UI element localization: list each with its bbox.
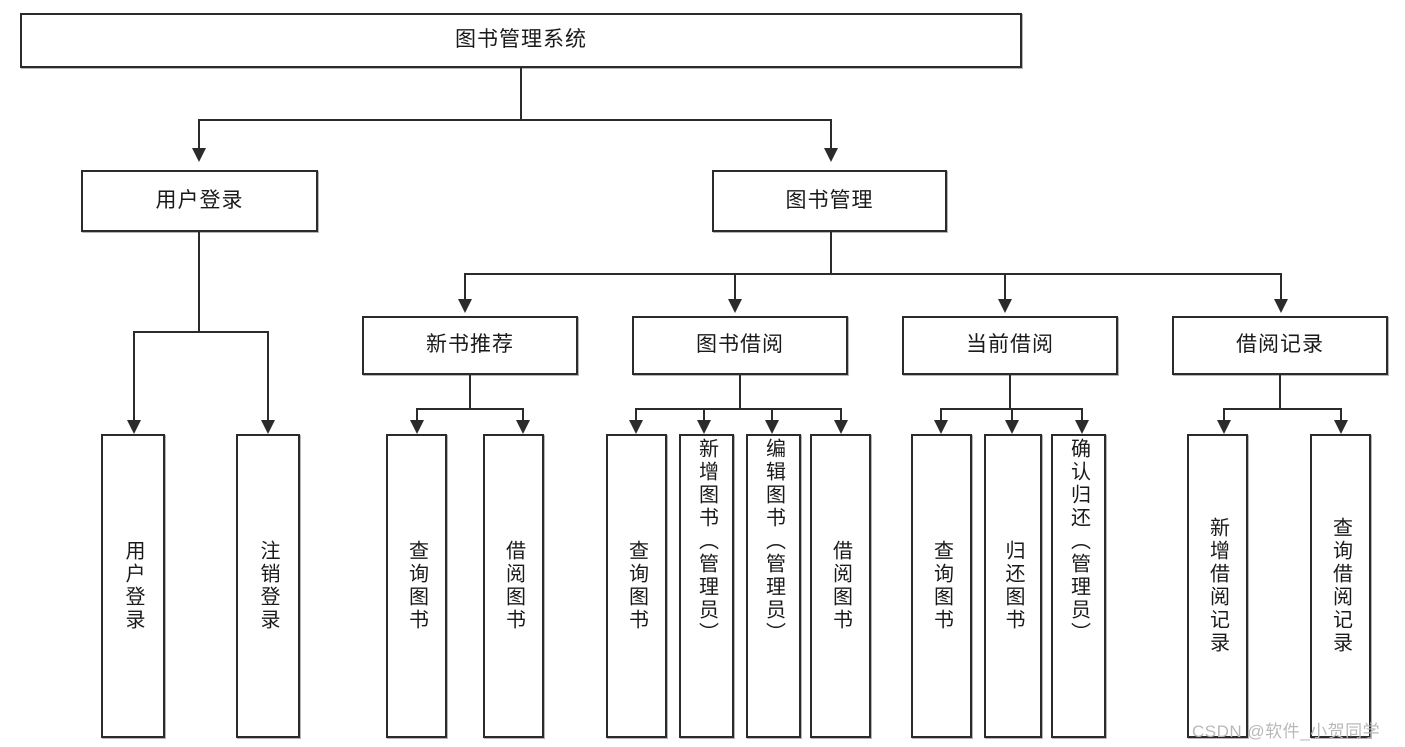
node-new-book-recommend[interactable]: 新书推荐 bbox=[362, 316, 578, 375]
arrow-current-borrow-leaf3 bbox=[1075, 420, 1089, 434]
node-label: 编辑图书（管理员） bbox=[762, 438, 785, 645]
connector-current-borrow-leaf2 bbox=[1011, 408, 1013, 421]
leaf-edit-book-admin[interactable]: 编辑图书（管理员） bbox=[746, 434, 801, 738]
leaf-query-borrow-record[interactable]: 查询借阅记录 bbox=[1310, 434, 1371, 738]
leaf-borrow-books[interactable]: 借阅图书 bbox=[810, 434, 871, 738]
arrow-new-book-leaf1 bbox=[410, 420, 424, 434]
node-label: 新增借阅记录 bbox=[1206, 517, 1229, 655]
node-label: 确认归还（管理员） bbox=[1067, 438, 1090, 645]
arrow-borrow-records-leaf2 bbox=[1334, 420, 1348, 434]
connector-borrow-records-leaf1 bbox=[1223, 408, 1225, 421]
connector-new-book-leaf2 bbox=[522, 408, 524, 421]
connector-level2-bus bbox=[464, 273, 1280, 275]
connector-current-borrow-stem bbox=[1009, 375, 1011, 409]
arrow-to-borrow-records bbox=[1274, 299, 1288, 313]
connector-book-borrow-stem bbox=[739, 375, 741, 409]
leaf-query-books-current[interactable]: 查询图书 bbox=[911, 434, 972, 738]
connector-book-management-stem bbox=[830, 232, 832, 274]
arrow-user-login-leaf1 bbox=[127, 420, 141, 434]
node-label: 图书管理系统 bbox=[455, 28, 587, 52]
node-borrow-records[interactable]: 借阅记录 bbox=[1172, 316, 1388, 375]
node-label: 查询借阅记录 bbox=[1329, 517, 1352, 655]
node-label: 借阅记录 bbox=[1236, 333, 1324, 357]
node-label: 当前借阅 bbox=[966, 333, 1054, 357]
arrow-to-book-management bbox=[824, 148, 838, 162]
connector-borrow-records-bus bbox=[1223, 408, 1340, 410]
node-label: 用户登录 bbox=[155, 188, 244, 212]
node-label: 注销登录 bbox=[257, 540, 279, 632]
arrow-current-borrow-leaf1 bbox=[934, 420, 948, 434]
connector-book-borrow-leaf4 bbox=[840, 408, 842, 421]
arrow-to-new-book-recommend bbox=[458, 299, 472, 313]
leaf-query-books-recommend[interactable]: 查询图书 bbox=[386, 434, 447, 738]
connector-to-book-management bbox=[830, 119, 832, 149]
connector-current-borrow-leaf1 bbox=[940, 408, 942, 421]
connector-book-borrow-leaf3 bbox=[771, 408, 773, 421]
leaf-add-borrow-record[interactable]: 新增借阅记录 bbox=[1187, 434, 1248, 738]
arrow-current-borrow-leaf2 bbox=[1005, 420, 1019, 434]
node-label: 图书管理 bbox=[785, 188, 874, 212]
arrow-to-user-login bbox=[192, 148, 206, 162]
connector-to-current-borrow bbox=[1004, 273, 1006, 300]
connector-borrow-records-leaf2 bbox=[1340, 408, 1342, 421]
node-user-login[interactable]: 用户登录 bbox=[81, 170, 318, 232]
connector-book-borrow-leaf2 bbox=[703, 408, 705, 421]
connector-user-login-leaf1 bbox=[133, 331, 135, 421]
leaf-logout-login[interactable]: 注销登录 bbox=[236, 434, 300, 738]
connector-current-borrow-leaf3 bbox=[1081, 408, 1083, 421]
connector-to-user-login bbox=[198, 119, 200, 149]
connector-current-borrow-bus bbox=[940, 408, 1081, 410]
arrow-book-borrow-leaf2 bbox=[697, 420, 711, 434]
node-book-management[interactable]: 图书管理 bbox=[712, 170, 947, 232]
node-book-borrow[interactable]: 图书借阅 bbox=[632, 316, 848, 375]
connector-borrow-records-stem bbox=[1279, 375, 1281, 409]
connector-new-book-stem bbox=[469, 375, 471, 409]
node-label: 查询图书 bbox=[405, 540, 428, 632]
leaf-return-books[interactable]: 归还图书 bbox=[984, 434, 1042, 738]
node-label: 查询图书 bbox=[930, 540, 953, 632]
arrow-book-borrow-leaf4 bbox=[834, 420, 848, 434]
connector-root-bus bbox=[198, 119, 832, 121]
node-label: 新书推荐 bbox=[426, 333, 514, 357]
node-label: 用户登录 bbox=[122, 540, 144, 632]
arrow-book-borrow-leaf1 bbox=[629, 420, 643, 434]
connector-new-book-leaf1 bbox=[416, 408, 418, 421]
arrow-user-login-leaf2 bbox=[261, 420, 275, 434]
node-label: 归还图书 bbox=[1002, 540, 1024, 632]
connector-user-login-stem bbox=[198, 232, 200, 332]
node-label: 借阅图书 bbox=[829, 540, 852, 632]
arrow-borrow-records-leaf1 bbox=[1217, 420, 1231, 434]
csdn-watermark: CSDN @软件_小贺同学 bbox=[1192, 722, 1381, 741]
leaf-user-login[interactable]: 用户登录 bbox=[101, 434, 165, 738]
arrow-book-borrow-leaf3 bbox=[765, 420, 779, 434]
leaf-confirm-return-admin[interactable]: 确认归还（管理员） bbox=[1051, 434, 1106, 738]
node-current-borrow[interactable]: 当前借阅 bbox=[902, 316, 1118, 375]
node-label: 图书借阅 bbox=[696, 333, 784, 357]
node-root-book-management-system[interactable]: 图书管理系统 bbox=[20, 13, 1022, 68]
leaf-borrow-books-recommend[interactable]: 借阅图书 bbox=[483, 434, 544, 738]
connector-to-borrow-records bbox=[1280, 273, 1282, 300]
node-label: 新增图书（管理员） bbox=[695, 438, 718, 645]
arrow-to-book-borrow bbox=[728, 299, 742, 313]
connector-to-book-borrow bbox=[734, 273, 736, 300]
connector-book-borrow-leaf1 bbox=[635, 408, 637, 421]
arrow-to-current-borrow bbox=[998, 299, 1012, 313]
connector-book-borrow-bus bbox=[635, 408, 840, 410]
arrow-new-book-leaf2 bbox=[516, 420, 530, 434]
leaf-add-book-admin[interactable]: 新增图书（管理员） bbox=[679, 434, 734, 738]
connector-root-stem bbox=[520, 68, 522, 120]
connector-user-login-leaf2 bbox=[267, 331, 269, 421]
leaf-query-books-borrow[interactable]: 查询图书 bbox=[606, 434, 667, 738]
connector-to-new-book-recommend bbox=[464, 273, 466, 300]
node-label: 查询图书 bbox=[625, 540, 648, 632]
connector-new-book-bus bbox=[416, 408, 522, 410]
connector-user-login-bus bbox=[133, 331, 267, 333]
node-label: 借阅图书 bbox=[502, 540, 525, 632]
